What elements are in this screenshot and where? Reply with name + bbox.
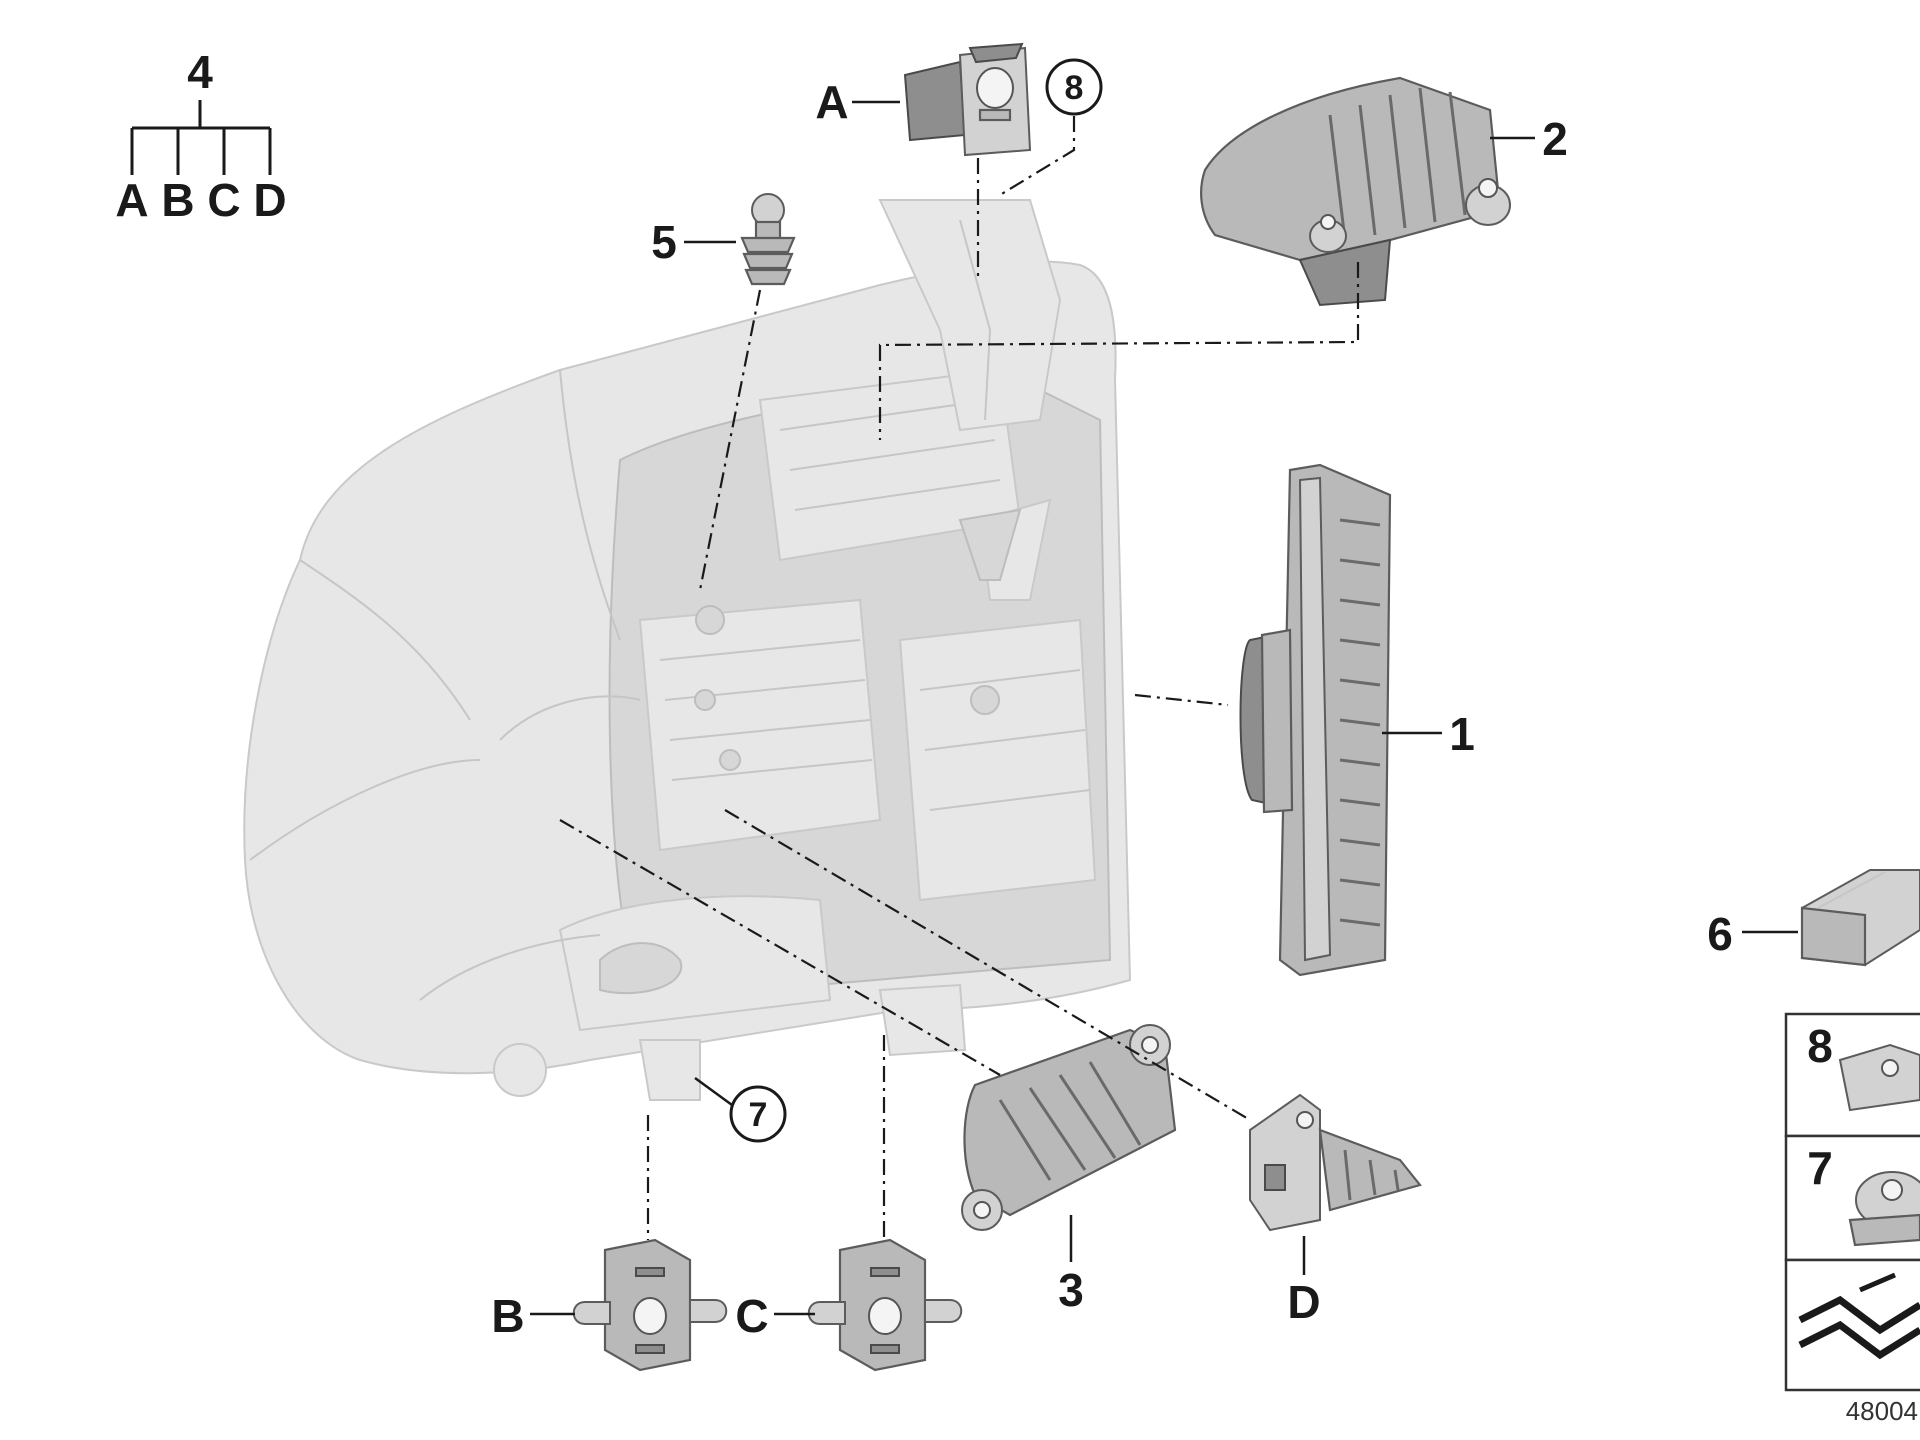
- control-unit-2: [1200, 76, 1511, 307]
- tree-label-c: C: [207, 174, 240, 226]
- table-label-8: 8: [1807, 1020, 1833, 1072]
- label-2: 2: [1542, 113, 1568, 165]
- adjuster-screw-5: [740, 193, 796, 286]
- tree-label-b: B: [161, 174, 194, 226]
- led-module-1: [1239, 463, 1392, 977]
- part-6-box: [1800, 869, 1920, 967]
- bracket-b: [572, 1238, 728, 1372]
- label-a: A: [815, 76, 848, 128]
- parts-table: 8 7: [1784, 1012, 1920, 1392]
- label-d: D: [1287, 1276, 1320, 1328]
- label-c: C: [735, 1290, 768, 1342]
- label-4: 4: [187, 46, 213, 98]
- circle-8: [1045, 58, 1103, 116]
- label-5: 5: [651, 216, 677, 268]
- circle-7: [729, 1085, 787, 1143]
- label-8: 8: [1065, 69, 1084, 107]
- label-b: B: [491, 1290, 524, 1342]
- bracket-d: [1249, 1093, 1422, 1232]
- label-1: 1: [1449, 708, 1475, 760]
- arrow-icon: [1798, 1295, 1920, 1335]
- bracket-c: [807, 1238, 963, 1372]
- label-6: 6: [1707, 908, 1733, 960]
- table-label-7: 7: [1807, 1142, 1833, 1194]
- tree-label-a: A: [115, 174, 148, 226]
- part-4-tree: 4 A B C D: [115, 46, 286, 226]
- headlight-housing: [243, 199, 1132, 1101]
- label-3: 3: [1058, 1264, 1084, 1316]
- bracket-a: [903, 42, 1032, 157]
- label-7: 7: [749, 1096, 768, 1134]
- tree-label-d: D: [253, 174, 286, 226]
- control-unit-3: [961, 1024, 1177, 1231]
- diagram-reference-number: 48004: [1846, 1396, 1918, 1426]
